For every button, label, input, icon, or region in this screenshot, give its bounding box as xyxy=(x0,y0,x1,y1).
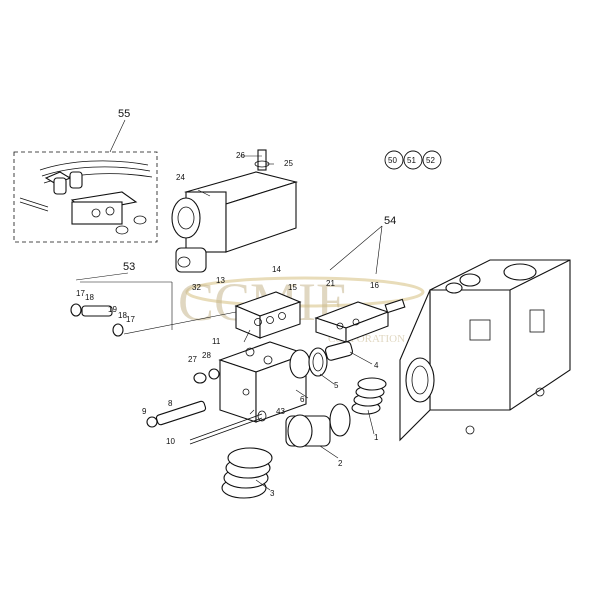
callout-21: 21 xyxy=(326,279,335,288)
spring-3 xyxy=(221,447,273,499)
circle-label-52: 52 xyxy=(426,156,435,165)
callout-24: 24 xyxy=(176,173,185,182)
callout-labels: 55 53 54 26 25 24 13 14 32 15 21 16 11 1… xyxy=(76,108,396,498)
plate-assembly xyxy=(314,298,406,343)
sleeve-2 xyxy=(285,403,351,448)
circle-ref-50 xyxy=(384,150,404,170)
callout-14: 14 xyxy=(272,265,281,274)
callout-1: 1 xyxy=(374,433,379,442)
circle-ref-52 xyxy=(422,150,442,170)
assembly-53 xyxy=(70,281,237,337)
callout-17a: 17 xyxy=(76,289,85,298)
callout-28: 28 xyxy=(202,351,211,360)
inset-55 xyxy=(13,119,158,243)
valve-body-11 xyxy=(234,291,302,339)
callout-8: 8 xyxy=(168,399,173,408)
seal-parts xyxy=(308,341,354,377)
main-housing xyxy=(399,259,571,442)
callout-3: 3 xyxy=(270,489,275,498)
callout-53: 53 xyxy=(123,261,135,273)
callout-54: 54 xyxy=(384,215,396,227)
callout-25: 25 xyxy=(284,159,293,168)
circle-label-51: 51 xyxy=(407,156,416,165)
solenoid-assembly xyxy=(171,149,299,273)
rod-43 xyxy=(189,410,267,445)
leader-lines xyxy=(75,155,383,491)
circled-references: 50 51 52 xyxy=(384,150,442,170)
circle-ref-51 xyxy=(403,150,423,170)
callout-13: 13 xyxy=(216,276,225,285)
callout-9: 9 xyxy=(142,407,147,416)
callout-5: 5 xyxy=(334,381,339,390)
callout-18b: 18 xyxy=(118,311,127,320)
callout-4: 4 xyxy=(374,361,379,370)
callout-2: 2 xyxy=(338,459,343,468)
callout-16: 16 xyxy=(370,281,379,290)
spring-1 xyxy=(351,377,387,415)
callout-43: 43 xyxy=(276,407,285,416)
callout-19: 19 xyxy=(108,305,117,314)
callout-10: 10 xyxy=(166,437,175,446)
callout-27: 27 xyxy=(188,355,197,364)
callout-55: 55 xyxy=(118,108,130,120)
callout-26: 26 xyxy=(236,151,245,160)
callout-11: 11 xyxy=(212,337,221,346)
callout-18a: 18 xyxy=(85,293,94,302)
circle-label-50: 50 xyxy=(388,156,397,165)
callout-17b: 17 xyxy=(126,315,135,324)
bolt-8 xyxy=(146,400,207,428)
housing-6 xyxy=(218,341,311,423)
callout-32: 32 xyxy=(192,283,201,292)
callout-15: 15 xyxy=(288,283,297,292)
callout-6: 6 xyxy=(300,395,305,404)
screws-27-28 xyxy=(193,368,220,384)
